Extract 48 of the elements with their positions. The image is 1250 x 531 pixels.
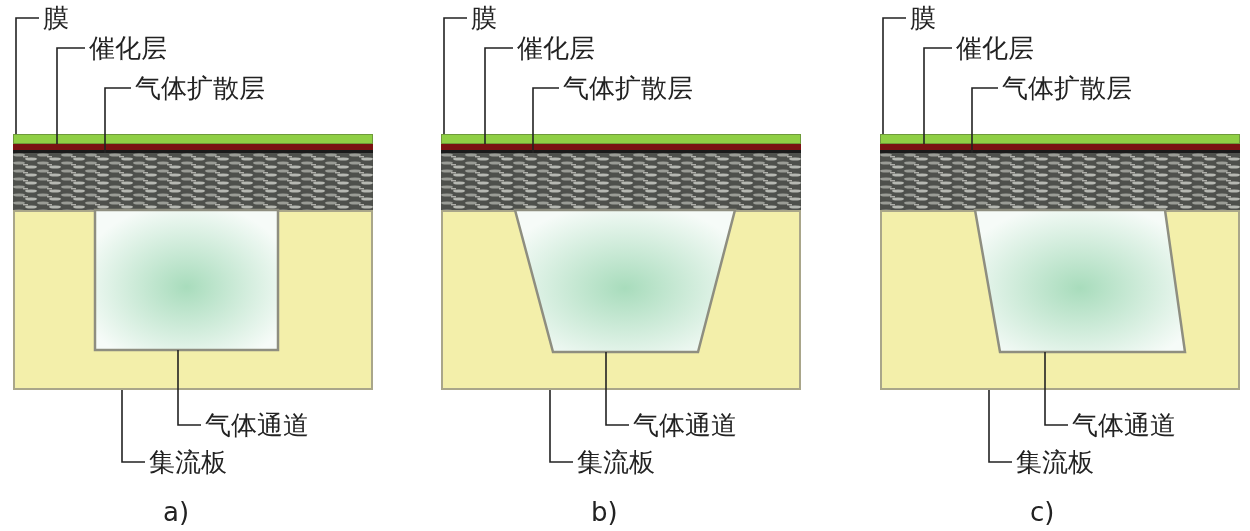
leader-line xyxy=(121,389,146,463)
leader-line xyxy=(484,47,514,145)
part-label: 催化层 xyxy=(89,33,167,63)
panel-label: c) xyxy=(1030,497,1055,527)
part-label: 气体通道 xyxy=(633,410,737,440)
leader-line xyxy=(988,389,1013,463)
membrane-layer xyxy=(441,134,801,144)
part-label: 膜 xyxy=(43,3,69,33)
panel-label: a) xyxy=(163,497,190,527)
part-label: 气体扩散层 xyxy=(135,73,265,103)
diffusion-layer xyxy=(880,153,1240,210)
collector-plate xyxy=(880,210,1240,390)
gas-channel xyxy=(95,210,278,350)
collector-plate xyxy=(13,210,373,390)
leader-line xyxy=(1044,351,1069,426)
catalyst-layer xyxy=(13,144,373,154)
membrane-layer xyxy=(13,134,373,144)
part-label: 膜 xyxy=(910,3,936,33)
part-label: 集流板 xyxy=(149,447,227,477)
panel-label: b) xyxy=(591,497,618,527)
part-label: 气体扩散层 xyxy=(563,73,693,103)
part-label: 气体扩散层 xyxy=(1002,73,1132,103)
leader-line xyxy=(15,17,40,135)
part-label: 集流板 xyxy=(577,447,655,477)
catalyst-layer xyxy=(880,144,1240,154)
gas-channel xyxy=(975,210,1185,352)
leader-line xyxy=(971,87,999,154)
part-label: 催化层 xyxy=(956,33,1034,63)
membrane-layer xyxy=(880,134,1240,144)
leader-line xyxy=(923,47,953,145)
leader-line xyxy=(882,17,907,135)
diffusion-layer xyxy=(441,153,801,210)
part-label: 膜 xyxy=(471,3,497,33)
part-label: 集流板 xyxy=(1016,447,1094,477)
gas-channel xyxy=(515,210,735,352)
leader-line xyxy=(605,351,630,426)
leader-line xyxy=(443,17,468,135)
leader-line xyxy=(56,47,86,145)
catalyst-layer xyxy=(441,144,801,154)
part-label: 气体通道 xyxy=(205,410,309,440)
part-label: 催化层 xyxy=(517,33,595,63)
leader-line xyxy=(549,389,574,463)
leader-line xyxy=(532,87,560,154)
leader-line xyxy=(177,349,202,426)
collector-plate xyxy=(441,210,801,390)
part-label: 气体通道 xyxy=(1072,410,1176,440)
diffusion-layer xyxy=(13,153,373,210)
leader-line xyxy=(104,87,132,154)
